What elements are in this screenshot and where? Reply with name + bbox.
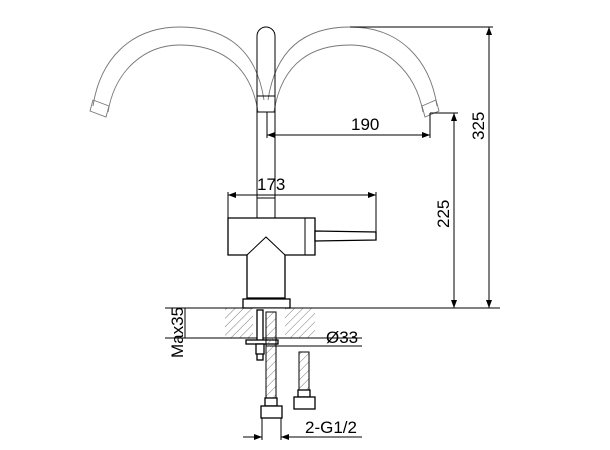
dimension-label-190: 190 xyxy=(351,115,379,134)
dimension-173 xyxy=(227,192,377,232)
dimension-label-325: 325 xyxy=(469,112,488,140)
spout-arc-left xyxy=(89,26,265,118)
dimension-325 xyxy=(350,26,493,308)
base-plate xyxy=(242,298,291,309)
dimension-label-173: 173 xyxy=(257,175,285,194)
mounting-stud xyxy=(245,309,279,361)
dimension-label-connection: 2-G1/2 xyxy=(305,418,357,437)
faucet-body xyxy=(227,217,377,299)
spout-column xyxy=(256,26,276,218)
dimension-label-225: 225 xyxy=(434,200,453,228)
supply-hose-1 xyxy=(260,311,283,419)
dimension-label-33: Ø33 xyxy=(326,328,358,347)
dimension-label-max35: Max35 xyxy=(168,307,187,358)
spout-arc-right xyxy=(267,26,440,118)
lever-handle xyxy=(314,230,377,242)
dimension-connection xyxy=(243,418,362,440)
supply-hose-2 xyxy=(293,351,316,410)
